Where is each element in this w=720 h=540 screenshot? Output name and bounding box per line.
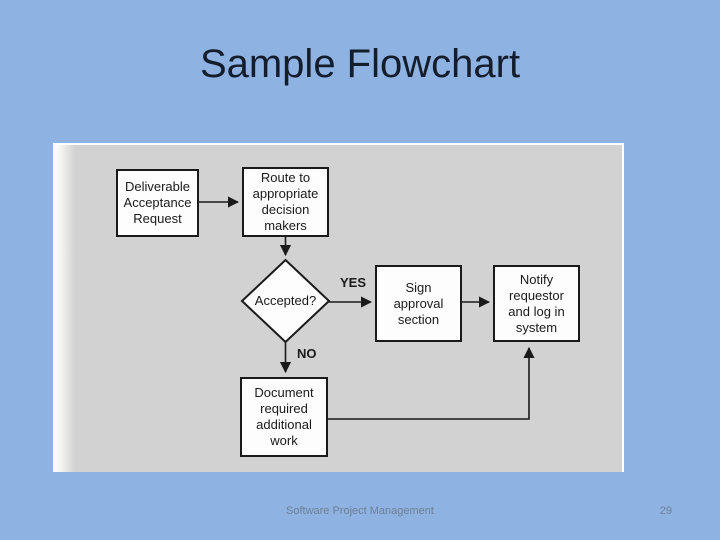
flowchart-connectors (199, 196, 535, 420)
flowchart-node-sign-approval-section: Sign approval section (375, 265, 462, 342)
flowchart-node-accepted-decision: Accepted? (254, 293, 317, 308)
slide-page-number: 29 (659, 505, 672, 517)
panel-left-sheen (53, 145, 75, 472)
footer-title: Software Project Management (286, 505, 434, 517)
flowchart-node-route-to-decision-makers: Route to appropriate decision makers (242, 167, 329, 237)
branch-label-yes: YES (340, 275, 367, 290)
edge-document-notify (328, 346, 535, 420)
branch-label-no: NO (297, 346, 317, 361)
page-title: Sample Flowchart (199, 42, 521, 86)
flowchart-node-document-additional-work: Document required additional work (240, 377, 328, 457)
flowchart-node-deliverable-acceptance-request: Deliverable Acceptance Request (116, 169, 199, 237)
flowchart-node-notify-requestor: Notify requestor and log in system (493, 265, 580, 342)
flowchart-panel: Deliverable Acceptance Request Route to … (53, 143, 624, 472)
